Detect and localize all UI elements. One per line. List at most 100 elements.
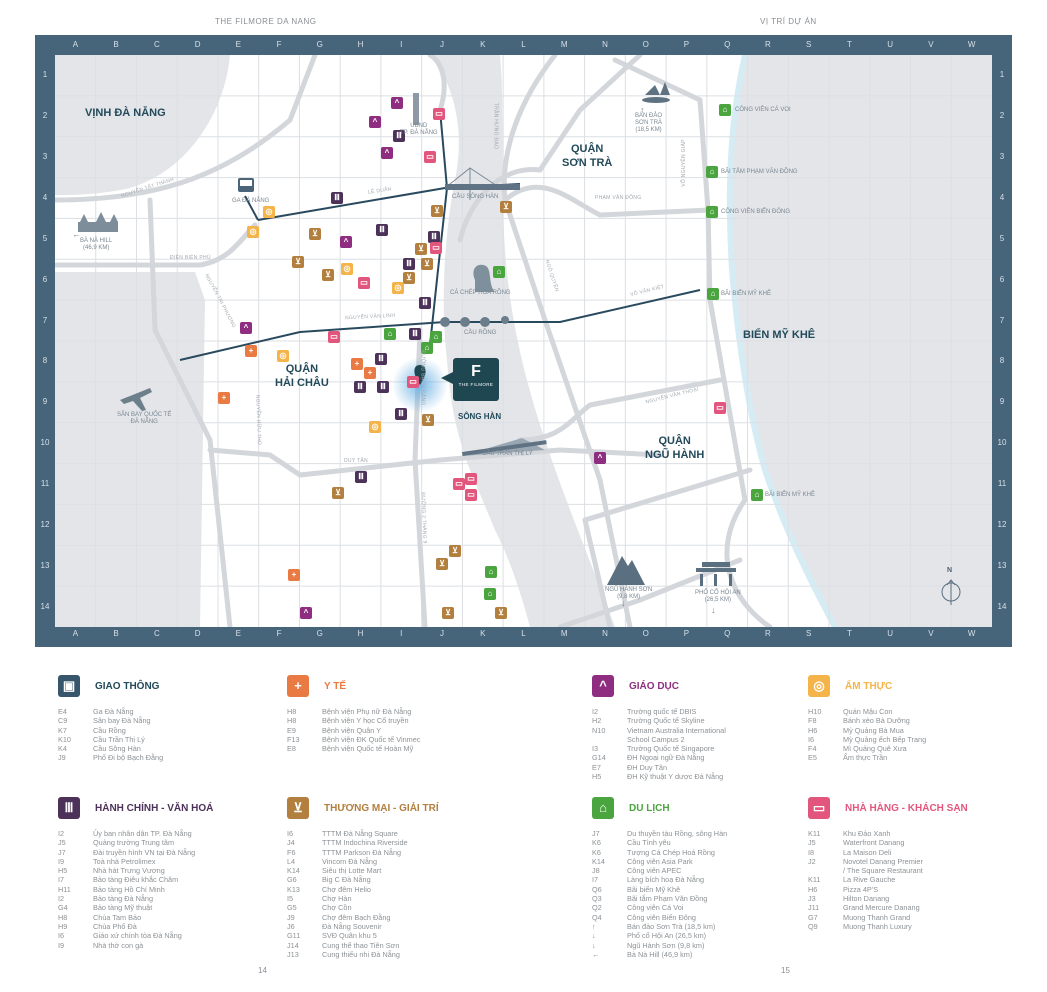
map-marker-museum-icon[interactable]: Ⅲ	[395, 408, 407, 420]
map-marker-medical-cross-icon[interactable]: +	[351, 358, 363, 370]
place-name: Hilton Danang	[843, 894, 890, 904]
map-marker-museum-icon[interactable]: Ⅲ	[354, 381, 366, 393]
shopping-cart-icon: ⊻	[287, 797, 309, 819]
map-marker-graduation-cap-icon[interactable]: ^	[240, 322, 252, 334]
place-name: SVĐ Quân khu 5	[322, 931, 377, 941]
map-marker-beach-umbrella-icon[interactable]: ⌂	[484, 588, 496, 600]
map-marker-bed-icon[interactable]: ▭	[424, 151, 436, 163]
map-marker-museum-icon[interactable]: Ⅲ	[377, 381, 389, 393]
map-marker-museum-icon[interactable]: Ⅲ	[393, 130, 405, 142]
map-marker-shopping-cart-icon[interactable]: ⊻	[449, 545, 461, 557]
label-ba-na-hill: BÀ NÀ HILL (46,9 KM)	[80, 238, 113, 252]
place-name: Cung thiếu nhi Đà Nẵng	[322, 949, 400, 959]
map-marker-beach-umbrella-icon[interactable]: ⌂	[384, 328, 396, 340]
map-marker-bed-icon[interactable]: ▭	[407, 376, 419, 388]
map-marker-beach-umbrella-icon[interactable]: ⌂	[430, 331, 442, 343]
grid-row-label: 6	[42, 274, 48, 284]
map-marker-graduation-cap-icon[interactable]: ^	[391, 97, 403, 109]
map-marker-museum-icon[interactable]: Ⅲ	[355, 471, 367, 483]
map-marker-medical-cross-icon[interactable]: +	[288, 569, 300, 581]
map-marker-bed-icon[interactable]: ▭	[714, 402, 726, 414]
map-marker-shopping-cart-icon[interactable]: ⊻	[292, 256, 304, 268]
grid-column-label: O	[642, 40, 649, 49]
map-marker-bed-icon[interactable]: ▭	[433, 108, 445, 120]
map-marker-plate-icon[interactable]: ◎	[247, 226, 259, 238]
hoian-pagoda-icon	[696, 562, 736, 586]
medical-cross-icon: +	[287, 675, 309, 697]
map-marker-shopping-cart-icon[interactable]: ⊻	[442, 607, 454, 619]
grid-column-label: Q	[724, 40, 731, 49]
map-marker-plate-icon[interactable]: ◎	[277, 350, 289, 362]
map-marker-bed-icon[interactable]: ▭	[465, 473, 477, 485]
place-name: Trường Quốc tế Singapore	[627, 744, 715, 754]
map-marker-plate-icon[interactable]: ◎	[392, 282, 404, 294]
map-marker-beach-umbrella-icon[interactable]: ⌂	[751, 489, 763, 501]
label-ca-chep: CÁ CHÉP HÓA RỒNG	[450, 290, 511, 296]
map-marker-bed-icon[interactable]: ▭	[328, 331, 340, 343]
map-marker-shopping-cart-icon[interactable]: ⊻	[322, 269, 334, 281]
grid-column-label: H	[357, 629, 364, 638]
map-marker-shopping-cart-icon[interactable]: ⊻	[500, 201, 512, 213]
map-marker-shopping-cart-icon[interactable]: ⊻	[421, 258, 433, 270]
grid-code: H11	[58, 884, 71, 894]
the-filmore-badge[interactable]: F THE FILMORE	[453, 358, 499, 401]
map-marker-museum-icon[interactable]: Ⅲ	[375, 353, 387, 365]
map-marker-museum-icon[interactable]: Ⅲ	[403, 258, 415, 270]
map-marker-beach-umbrella-icon[interactable]: ⌂	[719, 104, 731, 116]
grid-code: G5	[287, 903, 297, 913]
map-marker-medical-cross-icon[interactable]: +	[364, 367, 376, 379]
grid-code: I2	[592, 707, 599, 716]
map-marker-museum-icon[interactable]: Ⅲ	[409, 328, 421, 340]
grid-column-label: H	[357, 40, 364, 49]
place-name: Ngũ Hành Sơn (9,8 km)	[627, 940, 705, 950]
map-marker-medical-cross-icon[interactable]: +	[218, 392, 230, 404]
map-marker-museum-icon[interactable]: Ⅲ	[419, 297, 431, 309]
map-marker-beach-umbrella-icon[interactable]: ⌂	[706, 206, 718, 218]
grid-column-label: K	[480, 629, 486, 638]
map-marker-graduation-cap-icon[interactable]: ^	[300, 607, 312, 619]
map-marker-plate-icon[interactable]: ◎	[341, 263, 353, 275]
map-marker-shopping-cart-icon[interactable]: ⊻	[431, 205, 443, 217]
map-marker-bed-icon[interactable]: ▭	[430, 242, 442, 254]
map-marker-graduation-cap-icon[interactable]: ^	[340, 236, 352, 248]
map-marker-beach-umbrella-icon[interactable]: ⌂	[493, 266, 505, 278]
map-marker-beach-umbrella-icon[interactable]: ⌂	[707, 288, 719, 300]
map-marker-shopping-cart-icon[interactable]: ⊻	[403, 272, 415, 284]
map-marker-shopping-cart-icon[interactable]: ⊻	[422, 414, 434, 426]
map-marker-beach-umbrella-icon[interactable]: ⌂	[421, 342, 433, 354]
grid-row-label: 3	[999, 152, 1005, 162]
map-marker-museum-icon[interactable]: Ⅲ	[376, 224, 388, 236]
map-marker-shopping-cart-icon[interactable]: ⊻	[415, 243, 427, 255]
grid-code: H2	[592, 716, 602, 726]
map-marker-shopping-cart-icon[interactable]: ⊻	[436, 558, 448, 570]
map-marker-plate-icon[interactable]: ◎	[263, 206, 275, 218]
place-name: Bà Nà Hill (46,9 km)	[627, 949, 693, 959]
map-marker-bed-icon[interactable]: ▭	[358, 277, 370, 289]
grid-code: I9	[58, 856, 65, 866]
grid-code: ↓	[592, 940, 596, 950]
map-marker-graduation-cap-icon[interactable]: ^	[594, 452, 606, 464]
map-marker-beach-umbrella-icon[interactable]: ⌂	[485, 566, 497, 578]
place-name: Bảo tàng Mỹ thuật	[93, 903, 153, 913]
map-marker-bed-icon[interactable]: ▭	[465, 489, 477, 501]
grid-code: F6	[287, 847, 296, 857]
map-marker-bed-icon[interactable]: ▭	[453, 478, 465, 490]
map-marker-museum-icon[interactable]: Ⅲ	[428, 231, 440, 243]
grid-column-label: E	[235, 629, 241, 638]
map-marker-medical-cross-icon[interactable]: +	[245, 345, 257, 357]
map-marker-shopping-cart-icon[interactable]: ⊻	[309, 228, 321, 240]
place-name: Nhà hát Trưng Vương	[93, 866, 165, 876]
map-marker-shopping-cart-icon[interactable]: ⊻	[332, 487, 344, 499]
north-compass-icon	[941, 579, 961, 605]
map-marker-museum-icon[interactable]: Ⅲ	[331, 192, 343, 204]
map-marker-beach-umbrella-icon[interactable]: ⌂	[706, 166, 718, 178]
grid-column-label: L	[521, 629, 526, 638]
map-marker-shopping-cart-icon[interactable]: ⊻	[495, 607, 507, 619]
map-marker-graduation-cap-icon[interactable]: ^	[381, 147, 393, 159]
place-name: Big C Đà Nẵng	[322, 875, 371, 885]
map-marker-graduation-cap-icon[interactable]: ^	[369, 116, 381, 128]
label-san-bay: SÂN BAY QUỐC TẾ ĐÀ NẴNG	[117, 412, 172, 426]
map-marker-plate-icon[interactable]: ◎	[369, 421, 381, 433]
